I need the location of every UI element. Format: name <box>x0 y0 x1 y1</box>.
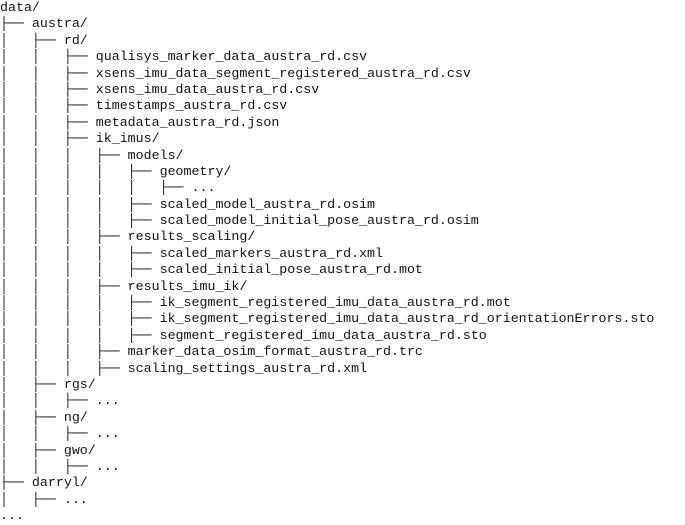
tree-file-row: │ │ │ ├── scaling_settings_austra_rd.xml <box>0 361 685 377</box>
tree-branch-connector: │ │ │ ├── <box>0 360 128 376</box>
tree-branch-connector: │ │ ├── <box>0 114 96 130</box>
tree-file-row: │ │ │ │ ├── scaled_model_initial_pose_au… <box>0 213 685 229</box>
tree-branch-connector: │ │ │ │ ├── <box>0 311 160 327</box>
tree-branch-connector: │ ├── <box>0 491 64 507</box>
tree-file-row: │ │ │ │ ├── segment_registered_imu_data_… <box>0 328 685 344</box>
tree-folder-row: data/ <box>0 0 685 16</box>
tree-folder-row: ├── darryl/ <box>0 475 685 491</box>
tree-branch-connector: │ ├── <box>0 442 64 458</box>
file-name: marker_data_osim_format_austra_rd.trc <box>127 344 423 360</box>
tree-file-row: │ │ │ │ ├── scaled_model_austra_rd.osim <box>0 197 685 213</box>
tree-branch-connector: │ │ │ │ ├── <box>0 163 160 179</box>
file-name: scaling_settings_austra_rd.xml <box>127 360 368 376</box>
file-name: scaled_initial_pose_austra_rd.mot <box>159 262 423 278</box>
file-name: ik_segment_registered_imu_data_austra_rd… <box>159 311 655 327</box>
tree-folder-row: │ │ │ ├── models/ <box>0 148 685 164</box>
tree-file-row: │ │ │ │ ├── ik_segment_registered_imu_da… <box>0 311 685 327</box>
tree-branch-connector: │ │ │ ├── <box>0 147 128 163</box>
tree-branch-connector: │ ├── <box>0 32 64 48</box>
tree-ellipsis-row: │ │ ├── ... <box>0 459 685 475</box>
tree-folder-row: │ ├── gwo/ <box>0 443 685 459</box>
tree-folder-row: │ ├── ng/ <box>0 410 685 426</box>
tree-folder-row: │ │ │ ├── results_scaling/ <box>0 229 685 245</box>
tree-branch-connector: │ │ │ ├── <box>0 344 128 360</box>
tree-ellipsis-row: │ │ ├── ... <box>0 426 685 442</box>
tree-file-row: │ │ ├── xsens_imu_data_austra_rd.csv <box>0 82 685 98</box>
tree-branch-connector: ├── <box>0 475 32 491</box>
file-name: scaled_model_initial_pose_austra_rd.osim <box>159 213 479 229</box>
folder-name: models/ <box>127 147 184 163</box>
folder-name: rd/ <box>63 32 88 48</box>
folder-name: results_scaling/ <box>127 229 256 245</box>
tree-branch-connector: │ ├── <box>0 376 64 392</box>
folder-name: rgs/ <box>63 376 96 392</box>
tree-branch-connector: │ │ ├── <box>0 131 96 147</box>
tree-ellipsis-row: ... <box>0 508 685 524</box>
file-name: segment_registered_imu_data_austra_rd.st… <box>159 327 487 343</box>
file-name: qualisys_marker_data_austra_rd.csv <box>95 49 368 65</box>
tree-folder-row: │ ├── rd/ <box>0 33 685 49</box>
file-name: scaled_markers_austra_rd.xml <box>159 245 384 261</box>
tree-file-row: │ │ │ │ ├── ik_segment_registered_imu_da… <box>0 295 685 311</box>
tree-file-row: │ │ ├── qualisys_marker_data_austra_rd.c… <box>0 49 685 65</box>
tree-file-row: │ │ ├── timestamps_austra_rd.csv <box>0 98 685 114</box>
file-name: xsens_imu_data_austra_rd.csv <box>95 81 320 97</box>
ellipsis: ... <box>0 508 24 524</box>
tree-folder-row: ├── austra/ <box>0 16 685 32</box>
tree-branch-connector: │ │ │ │ ├── <box>0 213 160 229</box>
ellipsis: ... <box>63 491 88 507</box>
folder-name: results_imu_ik/ <box>127 278 248 294</box>
tree-folder-row: │ │ ├── ik_imus/ <box>0 131 685 147</box>
ellipsis: ... <box>95 458 120 474</box>
tree-branch-connector: ├── <box>0 16 32 32</box>
ellipsis: ... <box>95 426 120 442</box>
file-name: xsens_imu_data_segment_registered_austra… <box>95 65 471 81</box>
tree-file-row: │ │ ├── metadata_austra_rd.json <box>0 115 685 131</box>
tree-folder-row: │ │ │ ├── results_imu_ik/ <box>0 279 685 295</box>
tree-branch-connector: │ ├── <box>0 409 64 425</box>
tree-branch-connector: │ │ │ │ ├── <box>0 295 160 311</box>
tree-ellipsis-row: │ │ │ │ │ ├── ... <box>0 180 685 196</box>
tree-file-row: │ │ │ ├── marker_data_osim_format_austra… <box>0 344 685 360</box>
tree-branch-connector: │ │ │ │ ├── <box>0 196 160 212</box>
file-name: timestamps_austra_rd.csv <box>95 98 288 114</box>
tree-branch-connector: │ │ ├── <box>0 458 96 474</box>
file-name: scaled_model_austra_rd.osim <box>159 196 376 212</box>
tree-ellipsis-row: │ │ ├── ... <box>0 393 685 409</box>
tree-folder-row: │ ├── rgs/ <box>0 377 685 393</box>
tree-branch-connector: │ │ ├── <box>0 426 96 442</box>
tree-branch-connector: │ │ │ ├── <box>0 278 128 294</box>
tree-branch-connector: │ │ │ │ ├── <box>0 262 160 278</box>
tree-branch-connector: │ │ │ ├── <box>0 229 128 245</box>
tree-ellipsis-row: │ ├── ... <box>0 492 685 508</box>
folder-name: ik_imus/ <box>95 131 160 147</box>
tree-folder-row: │ │ │ │ ├── geometry/ <box>0 164 685 180</box>
tree-file-row: │ │ │ │ ├── scaled_initial_pose_austra_r… <box>0 262 685 278</box>
folder-name: darryl/ <box>31 475 88 491</box>
tree-branch-connector: │ │ ├── <box>0 81 96 97</box>
folder-name: data/ <box>0 0 40 15</box>
folder-name: austra/ <box>31 16 88 32</box>
tree-branch-connector: │ │ ├── <box>0 49 96 65</box>
tree-branch-connector: │ │ ├── <box>0 393 96 409</box>
tree-branch-connector: │ │ ├── <box>0 98 96 114</box>
tree-branch-connector: │ │ │ │ │ ├── <box>0 180 192 196</box>
tree-file-row: │ │ │ │ ├── scaled_markers_austra_rd.xml <box>0 246 685 262</box>
file-name: ik_segment_registered_imu_data_austra_rd… <box>159 295 511 311</box>
folder-name: gwo/ <box>63 442 96 458</box>
tree-branch-connector: │ │ ├── <box>0 65 96 81</box>
folder-name: ng/ <box>63 409 88 425</box>
tree-file-row: │ │ ├── xsens_imu_data_segment_registere… <box>0 66 685 82</box>
ellipsis: ... <box>95 393 120 409</box>
file-name: metadata_austra_rd.json <box>95 114 280 130</box>
tree-branch-connector: │ │ │ │ ├── <box>0 327 160 343</box>
ellipsis: ... <box>191 180 216 196</box>
folder-name: geometry/ <box>159 163 232 179</box>
tree-branch-connector: │ │ │ │ ├── <box>0 245 160 261</box>
